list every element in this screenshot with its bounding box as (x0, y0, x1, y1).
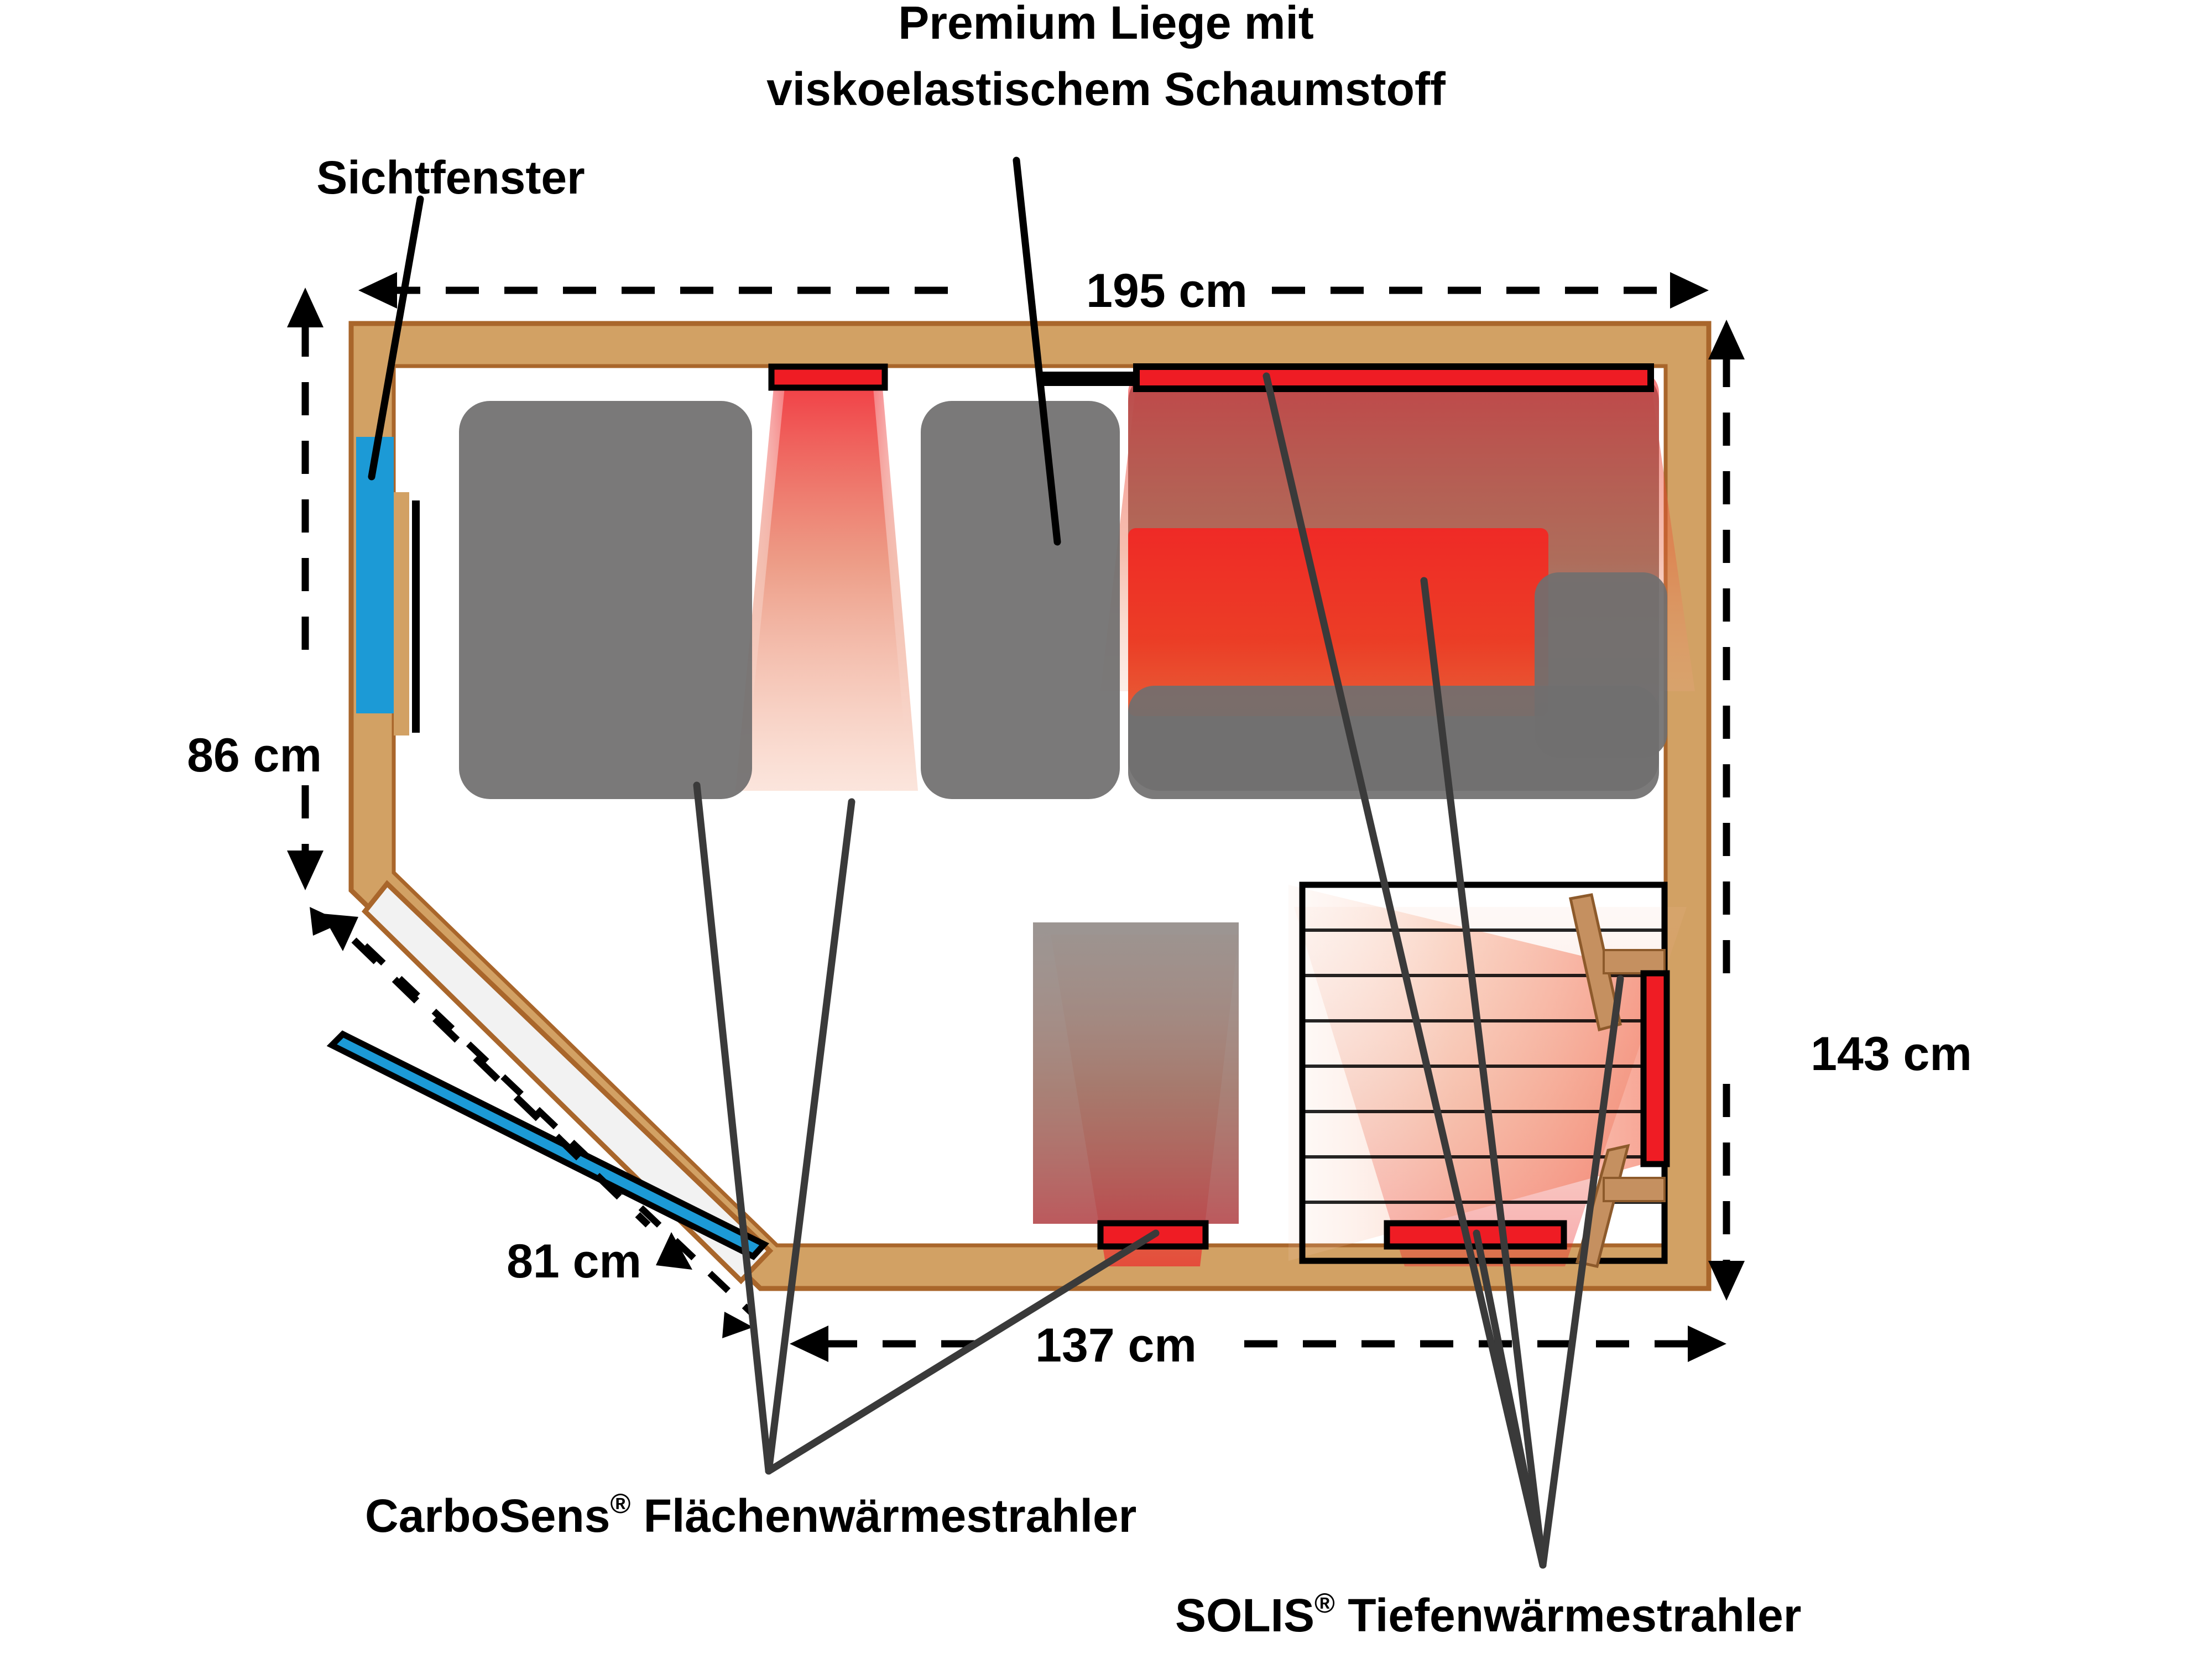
solis-label: SOLIS® Tiefenwärmestrahler (1175, 1588, 1801, 1641)
window-frame-line (412, 500, 420, 733)
center-block (1033, 922, 1239, 1224)
lounger-seat-heater-panel (1128, 528, 1548, 716)
dim-137-arrow-left (790, 1326, 828, 1362)
upper-benches (459, 401, 1120, 799)
carbosens-label: CarboSens® Flächenwärmestrahler (365, 1488, 1136, 1542)
leader-solis-d (1473, 1229, 1547, 1569)
dim-195-arrow-left (358, 272, 397, 309)
dimension-lines (287, 272, 1745, 1362)
leader-carbosens-a (765, 798, 855, 1475)
window-glass (356, 437, 394, 713)
dim-143-label: 143 cm (1811, 1027, 1972, 1081)
beam-ceiling-left-edge-b (873, 382, 935, 791)
bench-upper-left (459, 401, 752, 799)
solis-rest: Tiefenwärmestrahler (1335, 1589, 1802, 1641)
carbosens-reg-icon: ® (610, 1488, 630, 1519)
dim-86-label: 86 cm (187, 729, 322, 782)
beam-wall-right (1288, 885, 1653, 1261)
door-aperture (361, 880, 774, 1285)
solis-name: SOLIS (1175, 1589, 1314, 1641)
leader-carbosens-b (693, 781, 773, 1475)
solis-backrest-top (1133, 363, 1654, 392)
leader-premium-liege (1013, 156, 1061, 546)
door-swing-arrow-b (722, 1312, 753, 1338)
dim-81-arrow-b (656, 1232, 692, 1270)
solis-reg-icon: ® (1314, 1588, 1335, 1619)
dim-143-arrow-top (1708, 320, 1745, 359)
dim-195-label: 195 cm (1086, 264, 1248, 317)
dim-86-arrow-bottom (287, 851, 324, 890)
door-swing-arc (362, 943, 755, 1316)
window-jamb (394, 492, 409, 735)
center-seat-heat-overlay (1033, 922, 1239, 1224)
bench-bracket-lower (1603, 1177, 1666, 1202)
dim-86-arrow-top (287, 288, 324, 327)
leader-carbosens-c (765, 1229, 1160, 1475)
leader-solis-c (1539, 975, 1624, 1569)
bench-bracket-upper (1603, 949, 1666, 974)
dim-195-arrow-right (1670, 272, 1709, 309)
dim-81-label: 81 cm (507, 1235, 641, 1288)
bench-support-upper (1569, 893, 1622, 1032)
premium-liege-label-line1: Premium Liege mit (898, 0, 1314, 49)
carbosens-name: CarboSens (365, 1490, 610, 1542)
dim-81-arrow-a (322, 914, 358, 951)
sichtfenster-window (356, 437, 420, 735)
carbosens-ceiling-left (768, 363, 888, 391)
beam-ceiling-left (735, 382, 918, 791)
carbosens-rest: Flächenwärmestrahler (630, 1490, 1136, 1542)
leader-solis-b (1420, 577, 1547, 1569)
bench-upper-center (921, 401, 1120, 799)
premium-lounger (1128, 371, 1667, 799)
solis-wall-right (1640, 970, 1670, 1167)
dim-137-label: 137 cm (1035, 1319, 1197, 1372)
leader-sichtfenster (368, 195, 424, 481)
dim-137-arrow-right (1688, 1326, 1726, 1362)
leader-lines (368, 156, 1624, 1569)
sichtfenster-label: Sichtfenster (316, 152, 585, 204)
lounger-seat-pad (1128, 686, 1659, 799)
dim-81-line (351, 937, 651, 1228)
premium-liege-label-line2: viskoelastischem Schaumstoff (766, 63, 1446, 115)
leader-solis-a (1262, 372, 1547, 1569)
dim-143-arrow-bottom (1708, 1261, 1745, 1301)
